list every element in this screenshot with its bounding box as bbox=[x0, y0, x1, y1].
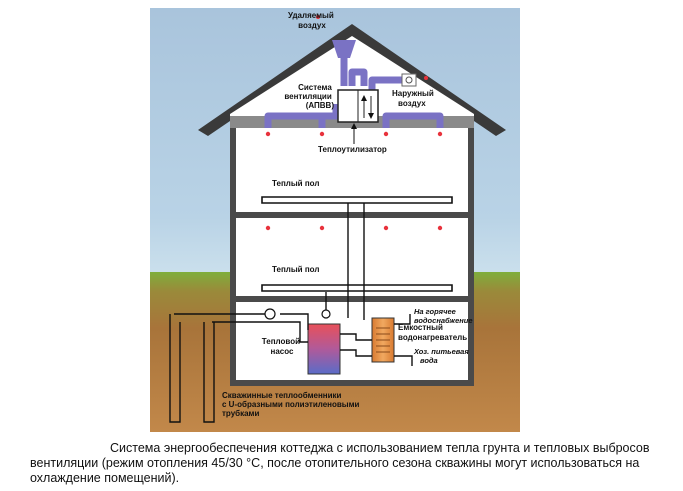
basement-piping bbox=[174, 313, 413, 366]
label-floor-heating-lower: Теплый пол bbox=[272, 265, 319, 274]
outdoor-air-intake-grille bbox=[405, 76, 413, 84]
floor-upper-room bbox=[236, 128, 468, 212]
water-heater-coil bbox=[376, 327, 390, 353]
exhaust-duct-outlet bbox=[332, 40, 356, 58]
figure-caption: Система энергообеспечения коттеджа с исп… bbox=[30, 441, 650, 485]
ventilation-ducts bbox=[264, 56, 444, 128]
outdoor-air-intake bbox=[401, 73, 417, 87]
label-heat-recovery: Теплоутилизатор bbox=[318, 145, 387, 154]
floor-lower-room bbox=[236, 218, 468, 296]
label-storage-heater: Емкостный водонагреватель bbox=[398, 323, 467, 342]
label-exhaust-air: Удаляемый воздух bbox=[288, 11, 336, 30]
floor-heating-loop-lower bbox=[261, 284, 453, 292]
circulation-pump bbox=[264, 308, 276, 320]
label-borehole-exchangers: Скважинные теплообменники с U-образными … bbox=[222, 391, 362, 418]
floor-heating-loop-upper bbox=[261, 196, 453, 204]
label-outdoor-air: Наружный воздух bbox=[392, 89, 436, 108]
borehole-heat-exchangers bbox=[169, 314, 215, 423]
label-hot-water-supply: На горячее водоснабжение bbox=[414, 307, 473, 325]
label-ventilation-system: Система вентиляции (АПВВ) bbox=[284, 83, 334, 110]
heat-pump-valve bbox=[321, 309, 331, 319]
label-heat-pump: Тепловой насос bbox=[262, 337, 302, 356]
label-drinking-water: Хоз. питьевая вода bbox=[413, 347, 471, 365]
heating-risers bbox=[325, 203, 365, 320]
heat-pump bbox=[307, 323, 341, 375]
air-diffusers bbox=[265, 15, 443, 231]
label-floor-heating-upper: Теплый пол bbox=[272, 179, 319, 188]
